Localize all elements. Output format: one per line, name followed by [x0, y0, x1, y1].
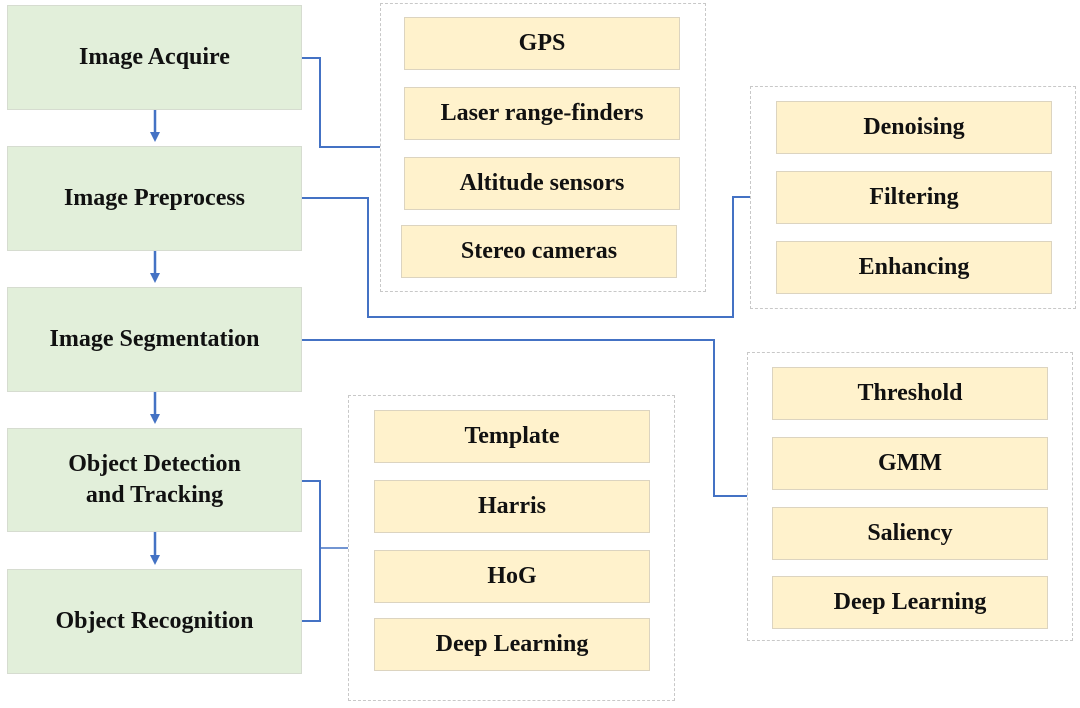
step-image-segmentation: Image Segmentation — [7, 287, 302, 392]
method-gmm: GMM — [772, 437, 1048, 490]
method-laser-range-finders: Laser range-finders — [404, 87, 680, 140]
method-denoising: Denoising — [776, 101, 1052, 154]
method-gps: GPS — [404, 17, 680, 70]
group-preprocess-methods — [750, 86, 1076, 309]
method-altitude-sensors: Altitude sensors — [404, 157, 680, 210]
method-hog: HoG — [374, 550, 650, 603]
step-object-recognition: Object Recognition — [7, 569, 302, 674]
step-image-preprocess: Image Preprocess — [7, 146, 302, 251]
method-stereo-cameras: Stereo cameras — [401, 225, 677, 278]
method-threshold: Threshold — [772, 367, 1048, 420]
method-template: Template — [374, 410, 650, 463]
group-detection-recognition-methods — [348, 395, 675, 701]
group-acquire-methods — [380, 3, 706, 292]
group-segmentation-methods — [747, 352, 1073, 641]
method-enhancing: Enhancing — [776, 241, 1052, 294]
step-image-acquire: Image Acquire — [7, 5, 302, 110]
connector-detection-recognition — [302, 480, 321, 622]
method-filtering: Filtering — [776, 171, 1052, 224]
step-object-detection-tracking: Object Detection and Tracking — [7, 428, 302, 532]
method-deep-learning-recognition: Deep Learning — [374, 618, 650, 671]
method-harris: Harris — [374, 480, 650, 533]
connector-acquire — [302, 57, 380, 148]
method-saliency: Saliency — [772, 507, 1048, 560]
method-deep-learning-segmentation: Deep Learning — [772, 576, 1048, 629]
